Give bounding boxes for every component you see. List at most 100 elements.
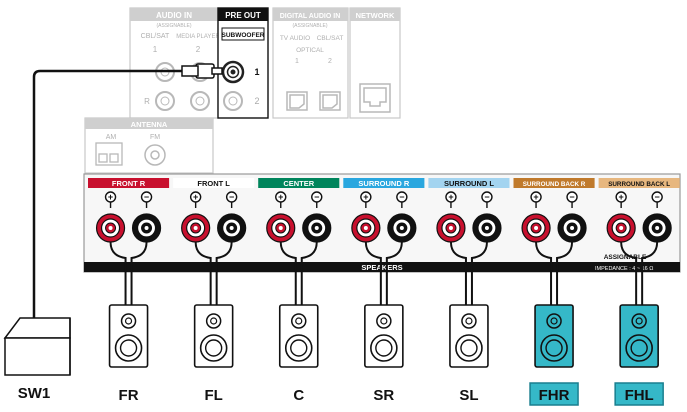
audio-in-sub: (ASSIGNABLE): [156, 23, 191, 29]
speaker-fl: FL: [193, 290, 234, 404]
speaker-wire: [300, 241, 318, 290]
terminal-header: [343, 178, 425, 188]
tweeter-icon: [631, 313, 647, 329]
antenna-group: ANTENNA AM FM: [84, 117, 214, 174]
terminal-header-label: CENTER: [283, 179, 314, 188]
polarity-symbol: +: [363, 192, 368, 202]
terminal-header: [88, 178, 170, 188]
binding-post-hole: [399, 226, 404, 230]
polarity-symbol: −: [229, 192, 234, 202]
polarity-symbol: −: [399, 192, 404, 202]
speaker-fhr: FHR: [529, 290, 579, 406]
rca-plug-icon: [181, 63, 223, 79]
speaker-cabinet-icon: [364, 304, 404, 368]
subwoofer-box: [3, 317, 71, 376]
binding-post-hole: [655, 226, 660, 230]
audio-in-n2: 2: [196, 45, 201, 54]
binding-post-hole: [570, 226, 575, 230]
terminal-header-label: SURROUND L: [444, 179, 494, 188]
digital-in-optical: OPTICAL: [296, 47, 324, 54]
digital-in-cbl: CBL/SAT: [317, 35, 344, 42]
woofer-icon: [625, 334, 653, 362]
pre-out-n1: 1: [254, 67, 259, 77]
speaker-label: FHL: [625, 387, 654, 404]
speaker-wire: [385, 241, 403, 290]
polarity-symbol: +: [278, 192, 283, 202]
binding-post-hole: [193, 226, 198, 230]
digital-in-n1: 1: [295, 58, 299, 65]
terminal-header: [428, 178, 510, 188]
speaker-wire: [556, 241, 574, 290]
binding-post-hole: [534, 226, 539, 230]
antenna-am: AM: [106, 134, 117, 141]
optical-port: [286, 91, 341, 111]
am-antenna-terminal: [95, 142, 123, 166]
receiver-top-panel: AUDIO IN (ASSIGNABLE) CBL/SAT MEDIA PLAY…: [84, 7, 401, 174]
speaker-cabinet-icon: [193, 304, 234, 368]
tweeter-icon: [205, 313, 222, 329]
terminal-header-label: SURROUND BACK L: [608, 181, 670, 188]
subwoofer-label: SW1: [18, 385, 51, 402]
audio-in-cbl: CBL/SAT: [141, 33, 170, 40]
woofer-ring: [630, 339, 648, 357]
terminal-header: [258, 178, 340, 188]
terminal-header-label: FRONT L: [197, 179, 230, 188]
terminal-group: SURROUND L+−: [428, 178, 510, 290]
ethernet-port-icon: [359, 83, 391, 113]
terminal-group: SURROUND BACK R+−: [513, 178, 595, 290]
digital-in-n2: 2: [328, 58, 332, 65]
woofer-icon: [114, 334, 143, 362]
speaker-cabinet-icon: [619, 304, 659, 368]
speaker-cabinet-icon: [108, 304, 149, 368]
rca-jack: [223, 91, 243, 111]
polarity-symbol: −: [655, 192, 660, 202]
speaker-wire: [449, 241, 467, 290]
speakers-bar-label: SPEAKERS: [361, 263, 402, 272]
speaker-wire: [215, 241, 233, 290]
tweeter-center: [210, 317, 218, 325]
terminal-header: [513, 178, 595, 188]
polarity-symbol: −: [484, 192, 489, 202]
woofer-ring: [545, 339, 563, 357]
terminal-group: CENTER+−: [258, 178, 340, 290]
tweeter-center: [550, 317, 558, 325]
polarity-symbol: −: [144, 192, 149, 202]
digital-in-sub: (ASSIGNABLE): [292, 23, 327, 29]
speaker-wire: [194, 241, 212, 290]
highlight-label-bg: [529, 382, 579, 406]
antenna-title: ANTENNA: [131, 120, 168, 129]
speaker-wire: [641, 241, 659, 290]
terminal-header: [173, 178, 255, 188]
tweeter-center: [124, 317, 133, 325]
polarity-symbol: +: [533, 192, 538, 202]
audio-in-group: AUDIO IN (ASSIGNABLE) CBL/SAT MEDIA PLAY…: [129, 7, 220, 119]
binding-post-hole: [619, 226, 624, 230]
highlight-label-bg: [614, 382, 664, 406]
antenna-fm: FM: [150, 134, 160, 141]
woofer-icon: [370, 334, 398, 362]
polarity-symbol: +: [193, 192, 198, 202]
speaker-cabinet-icon: [278, 304, 319, 368]
tweeter-icon: [120, 313, 137, 329]
woofer-ring: [460, 339, 478, 357]
speaker-sl: SL: [449, 290, 489, 404]
audio-in-r-mark: R: [144, 97, 150, 106]
terminal-header: [598, 178, 680, 188]
terminal-group: FRONT L + −: [173, 178, 255, 290]
digital-in-title: DIGITAL AUDIO IN: [280, 13, 341, 20]
pre-out-n2: 2: [254, 96, 259, 106]
binding-post-hole: [278, 226, 283, 230]
woofer-ring: [375, 339, 393, 357]
tweeter-center: [635, 317, 643, 325]
network-group: NETWORK: [349, 7, 401, 119]
speaker-terminal-panel: SPEAKERS ASSIGNABLE IMPEDANCE : 4 ~ 16 Ω…: [83, 173, 681, 290]
terminal-header-label: FRONT R: [112, 179, 146, 188]
tweeter-center: [465, 317, 473, 325]
polarity-symbol: +: [619, 192, 624, 202]
digital-audio-in-group: DIGITAL AUDIO IN (ASSIGNABLE) TV AUDIO C…: [272, 7, 349, 119]
speaker-label: FR: [119, 387, 139, 404]
speaker-fr: FR: [108, 290, 149, 404]
tweeter-center: [295, 317, 303, 325]
subwoofer-out-jack: [221, 60, 245, 84]
